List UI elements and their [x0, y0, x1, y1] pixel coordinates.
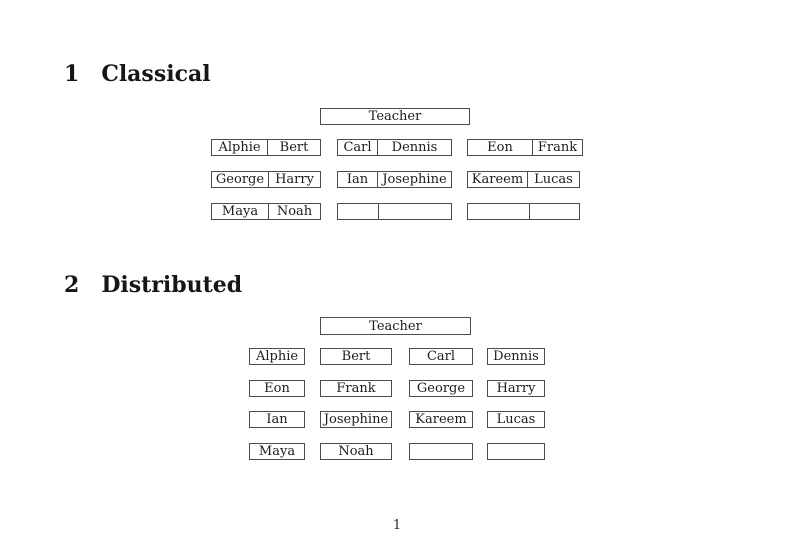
desk-seat-right: Frank	[537, 140, 578, 155]
desk: Ian Josephine	[337, 171, 452, 188]
section-title: Classical	[101, 61, 211, 87]
desk-empty	[337, 203, 452, 220]
seat-box: Alphie	[249, 348, 305, 365]
desk-seat-right	[530, 204, 579, 219]
desk: Carl Dennis	[337, 139, 452, 156]
seat-box: Kareem	[409, 411, 473, 428]
seat-box: Lucas	[487, 411, 545, 428]
desk-seat-right: Noah	[276, 204, 313, 219]
teacher-label: Teacher	[368, 109, 422, 124]
desk: Maya Noah	[211, 203, 321, 220]
seat-box: Frank	[320, 380, 392, 397]
seat-box: Harry	[487, 380, 545, 397]
desk-empty	[467, 203, 580, 220]
section-title: Distributed	[101, 272, 243, 298]
desk-seat-left: Maya	[212, 204, 269, 219]
desk-seat-right: Dennis	[391, 140, 438, 155]
desk-seat-right: Josephine	[382, 172, 447, 187]
seat-box-empty	[409, 443, 473, 460]
section-heading-distributed: 2 Distributed	[64, 273, 242, 297]
teacher-label: Teacher	[369, 318, 422, 334]
section-number: 2	[64, 272, 80, 298]
seat-box-empty	[487, 443, 545, 460]
teacher-box: Teacher	[320, 317, 471, 335]
desk: George Harry	[211, 171, 321, 188]
desk-seat-left: Alphie	[212, 140, 268, 155]
seat-box: Bert	[320, 348, 392, 365]
desk-seat-left: Ian	[338, 172, 378, 187]
desk-seat-right: Lucas	[534, 172, 573, 187]
desk-seat-left	[468, 204, 530, 219]
seat-box: Noah	[320, 443, 392, 460]
seat-box: Ian	[249, 411, 305, 428]
desk: Eon Frank	[467, 139, 583, 156]
section-number: 1	[64, 61, 80, 87]
desk-seat-right	[379, 204, 451, 219]
desk: Kareem Lucas	[467, 171, 580, 188]
desk-seat-left	[338, 204, 379, 219]
page-number: 1	[392, 518, 402, 533]
desk-seat-right: Bert	[279, 140, 309, 155]
seat-box: George	[409, 380, 473, 397]
desk: Alphie Bert	[211, 139, 321, 156]
desk-seat-left: George	[212, 172, 269, 187]
desk-seat-right: Harry	[275, 172, 314, 187]
seat-box: Eon	[249, 380, 305, 397]
desk-seat-left: Eon	[468, 140, 533, 155]
seat-box: Dennis	[487, 348, 545, 365]
seat-box: Josephine	[320, 411, 392, 428]
seat-box: Maya	[249, 443, 305, 460]
section-heading-classical: 1 Classical	[64, 62, 211, 86]
desk-seat-left: Kareem	[468, 172, 528, 187]
desk-seat-left: Carl	[338, 140, 378, 155]
seat-box: Carl	[409, 348, 473, 365]
teacher-box: Teacher	[320, 108, 470, 125]
